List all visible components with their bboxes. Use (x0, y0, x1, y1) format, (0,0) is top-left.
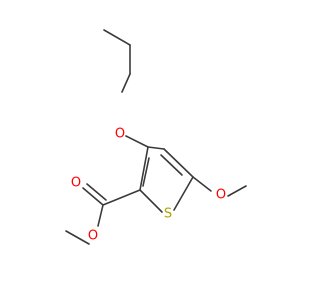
bond-ring-c3-c2 (139, 146, 149, 191)
bond-o-ring-c3 (125, 135, 149, 148)
bond-propyl-c3-o (121, 73, 131, 93)
bond-ring-c5-c4-inner (160, 154, 183, 176)
bond-c2-carbonyl-c (102, 189, 141, 206)
atom-label-o-ester: O (88, 229, 98, 244)
bond-c5-o-methoxy (192, 176, 212, 192)
atom-labels: O O O S O (71, 127, 226, 244)
bond-propyl-c1-c2 (103, 29, 131, 46)
bond-carbonyl-double-2 (86, 183, 107, 201)
bond-ring-c3-c2-inner (142, 157, 150, 187)
bond-carbonyl-double-1 (82, 187, 104, 206)
atom-label-o-methoxy: O (216, 188, 226, 203)
atom-label-o-propoxy: O (115, 127, 125, 142)
bond-ring-c4-c3 (147, 146, 165, 150)
bond-ring-s-c5 (173, 176, 194, 211)
bond-o-methyl (227, 185, 247, 197)
molecule-diagram: O O O S O (65, 29, 247, 245)
atom-label-s-ring: S (164, 207, 172, 222)
bond-ring-c2-s (139, 189, 163, 213)
bond-carbonyl-c-o-ester (97, 204, 104, 227)
atom-label-o-carbonyl: O (71, 176, 81, 191)
bond-ring-c5-c4 (163, 148, 194, 178)
bond-o-ester-methyl (65, 230, 90, 245)
bonds (65, 29, 247, 245)
